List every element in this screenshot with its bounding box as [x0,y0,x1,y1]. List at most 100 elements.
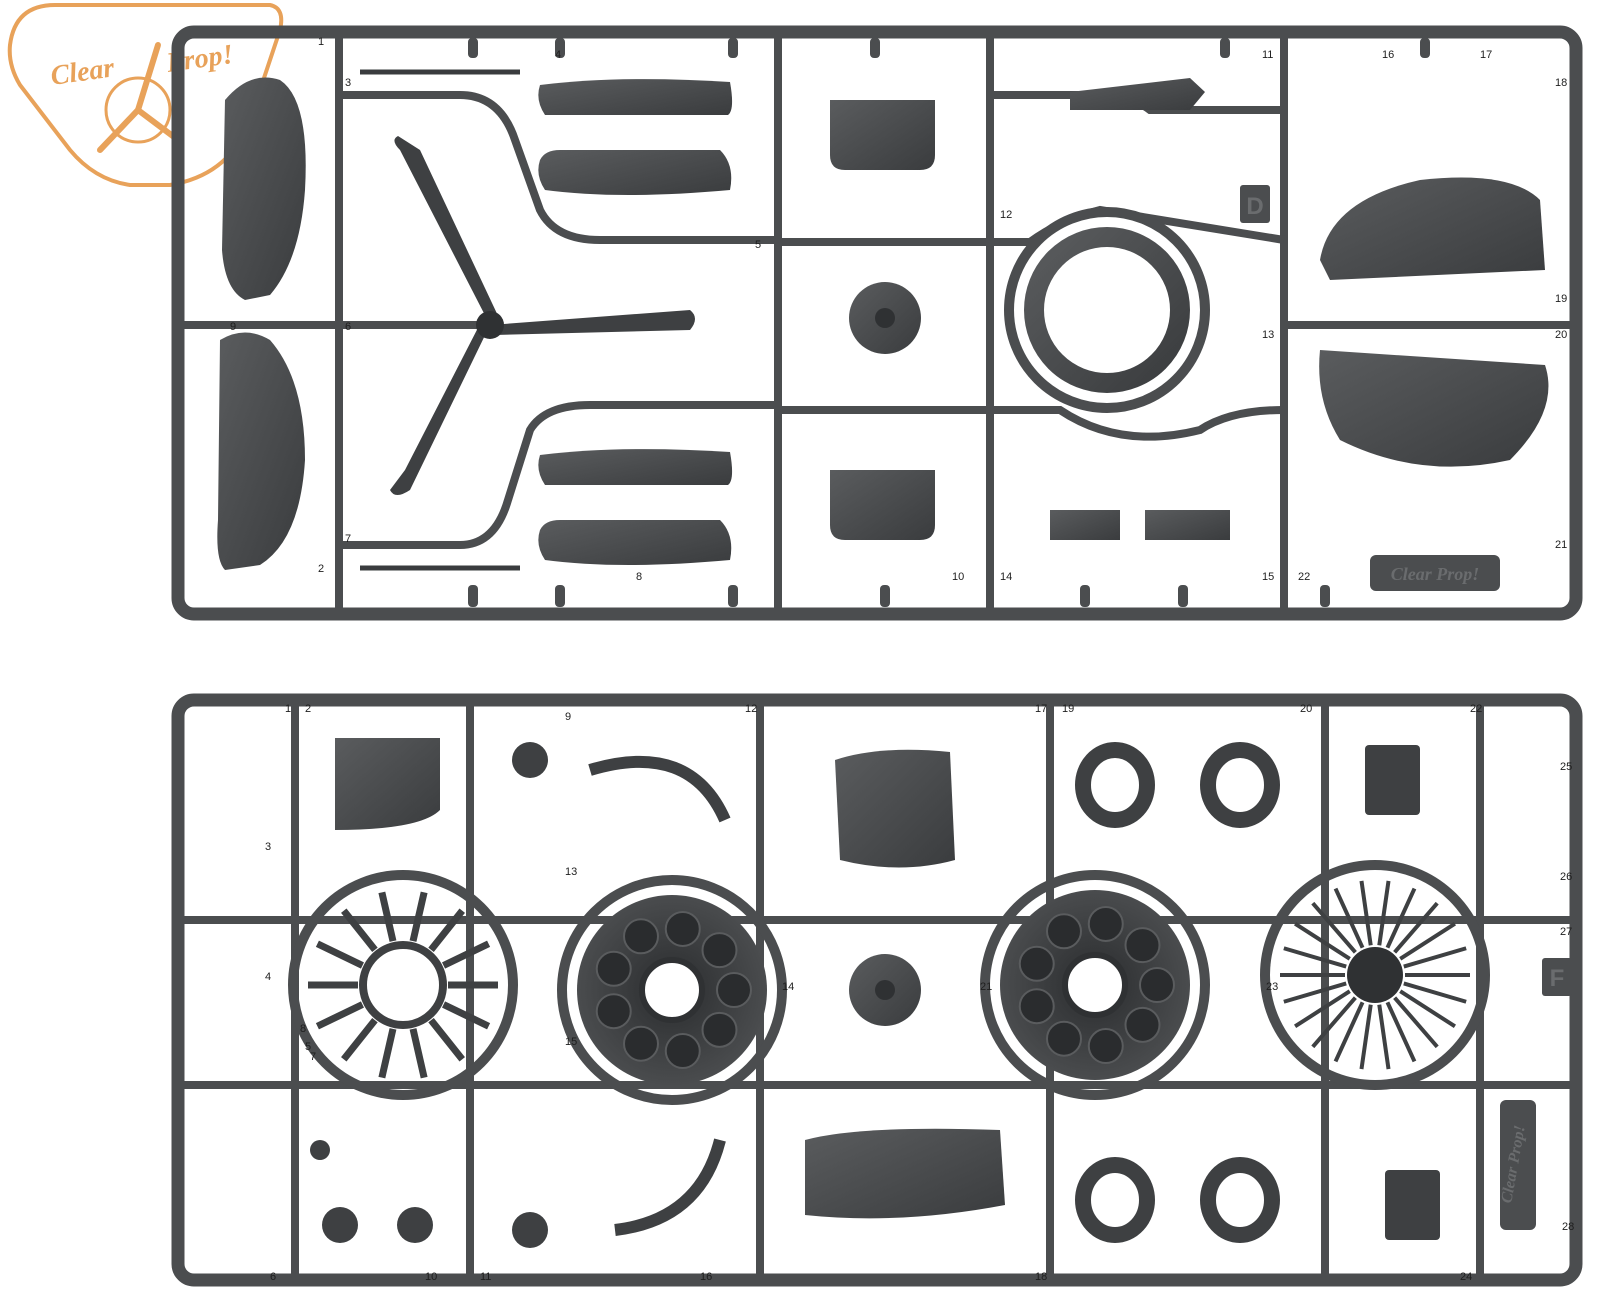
part-number-label: 13 [1262,329,1274,341]
engine-cylinder [701,1011,738,1048]
part-number-label: 24 [1460,1271,1472,1283]
engine-spoke [1385,887,1417,949]
cowl-part-f [835,749,955,868]
engine-spoke [1377,1004,1391,1070]
seat-part-right [1145,510,1230,540]
part-number-label: 14 [782,981,794,993]
part-number-label: 8 [636,571,642,583]
engine-spoke [409,1028,428,1079]
engine-spoke [1311,901,1357,954]
part-number-label: 4 [265,971,271,983]
part-number-label: 3 [265,841,271,853]
sprue-d-gates [468,38,1430,607]
engine-cylinder [1087,905,1124,942]
engine-spoke [1333,1001,1365,1063]
arc-part-top [588,755,731,823]
sprue-f-brand-plate [1500,1100,1536,1230]
part-number-label: 11 [1262,49,1273,61]
part-number-label: 17 [1035,703,1047,715]
part-number-label: 3 [345,77,351,89]
part-number-label: 15 [565,1036,577,1048]
part-number-label: 23 [1266,981,1278,993]
part-number-label: 21 [980,981,992,993]
fin-part-bottom [217,332,305,570]
engine-spoke [1283,981,1347,1004]
part-number-label: 20 [1555,329,1567,341]
engine-spoke [1311,996,1357,1049]
engine-spoke [1403,946,1467,969]
engine-cylinder [595,993,632,1030]
stabilizer-top [1320,177,1545,280]
fuselage-part-f [805,1128,1005,1219]
cowl-plate-part [335,738,440,830]
part-number-label: 7 [310,1051,316,1063]
engine-spoke [341,908,378,952]
engine-spoke [428,908,465,952]
engine-cylinder [1087,1028,1124,1065]
engine-spoke [378,1028,397,1079]
instrument-part-top [1365,745,1420,815]
engine-cylinder [701,932,738,969]
engine-cylinder [595,950,632,987]
part-number-label: 22 [1470,703,1482,715]
logo-propeller-icon [97,42,181,153]
propeller-part [390,136,695,495]
cowl-part-bottom [830,470,935,540]
engine-cylinder [1018,945,1055,982]
part-number-label: 1 [318,36,324,48]
part-number-label: 26 [1560,871,1572,883]
engine-spoke [1393,901,1439,954]
part-number-label: 22 [1298,571,1310,583]
part-number-label: 2 [305,703,311,715]
wheel-spats-top [538,79,733,195]
engine-cylinder [664,1033,701,1070]
engine-cylinder [1018,988,1055,1025]
wheel-spats-bottom [538,449,733,565]
cowl-ring-part [1024,227,1190,393]
engine-cylinder [1124,1006,1161,1043]
part-number-label: 2 [318,563,324,575]
engine-spoke [1283,946,1347,969]
engine-cylinder [623,918,659,955]
engine-spoke [409,891,428,942]
engine-cylinder [623,1025,659,1062]
sprue-f-tab [1542,958,1572,996]
engine-spoke [1399,989,1457,1029]
engine-spoke [1377,880,1391,946]
engine-1-spokes [308,891,498,1079]
engine-spoke [315,940,364,969]
cowl-part-top [830,100,935,170]
tires-top [1075,742,1280,828]
engine-spoke [442,940,491,969]
engine-ring-runner [1004,207,1210,413]
engine-spoke [1399,921,1457,961]
part-number-label: 5 [755,239,761,251]
engine-spoke [1403,981,1467,1004]
engine-4-spokes [1280,880,1470,1070]
part-number-label: 10 [425,1271,437,1283]
spinner-hole [875,308,895,328]
part-number-label: 7 [345,533,351,545]
engine-cylinder [1124,927,1161,964]
instrument-part-bottom [1385,1170,1440,1240]
engine-spoke [1293,989,1351,1029]
sprue-f-letter: F [1550,965,1565,992]
part-number-label: 12 [1000,209,1012,221]
part-number-label: 11 [480,1271,491,1283]
part-number-label: 4 [555,49,561,61]
engine-part-4 [1260,860,1490,1090]
part-number-label: 18 [1035,1271,1047,1283]
part-number-label: 16 [1382,49,1394,61]
engine-spoke [315,1001,364,1030]
engine-part-1 [288,870,518,1100]
tires-bottom [1075,1157,1280,1243]
part-number-label: 10 [952,571,964,583]
sprue-d-emboss: Clear Prop! [1391,564,1480,584]
engine-cylinder [664,910,701,947]
engine-spoke [428,1018,465,1062]
part-number-label: 17 [1480,49,1492,61]
